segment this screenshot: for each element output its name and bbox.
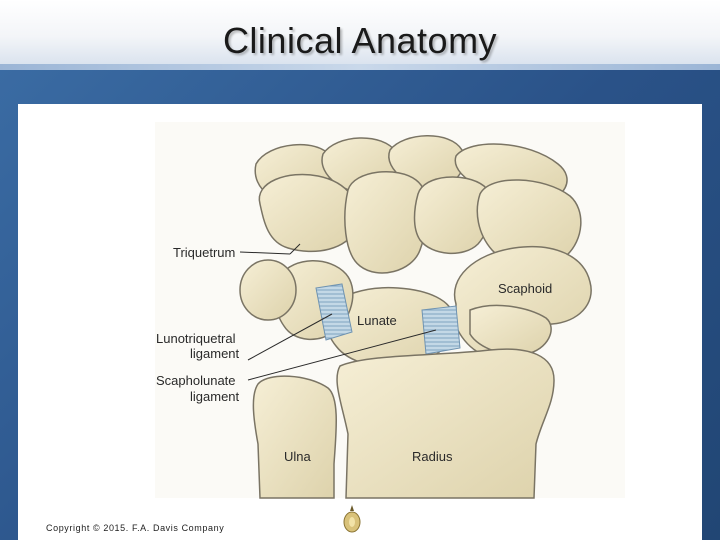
wrist-anatomy-diagram: Triquetrum Scaphoid Lunate Lunotriquetra…: [155, 122, 625, 499]
hamate-bone: [258, 173, 359, 253]
label-ulna: Ulna: [284, 449, 312, 464]
title-rule: [0, 64, 720, 70]
lunotriquetral-ligament: [315, 283, 353, 341]
label-scapholunate-1: Scapholunate: [156, 373, 236, 388]
publisher-logo-icon: [343, 505, 361, 533]
capitate-bone: [344, 170, 429, 274]
pisiform-bone: [239, 259, 297, 321]
scapholunate-ligament: [421, 305, 461, 355]
label-lunate: Lunate: [357, 313, 397, 328]
label-scapholunate-2: ligament: [190, 389, 240, 404]
label-triquetrum: Triquetrum: [173, 245, 235, 260]
leader-triquetrum: [239, 251, 291, 255]
radius-bone: [336, 348, 555, 499]
leader-lunotriquetral: [247, 313, 333, 361]
title-band: [0, 0, 720, 66]
leader-scapholunate: [247, 329, 437, 381]
label-radius: Radius: [412, 449, 453, 464]
label-lunotriquetral-2: ligament: [190, 346, 240, 361]
label-lunotriquetral-1: Lunotriquetral: [156, 331, 236, 346]
trapezoid-bone: [413, 176, 493, 255]
label-scaphoid: Scaphoid: [498, 281, 552, 296]
scaphoid-waist: [469, 304, 552, 356]
slide-title: Clinical Anatomy: [222, 20, 498, 61]
ulna-bone: [252, 375, 337, 499]
leader-triquetrum-2: [289, 243, 301, 255]
copyright-footer: Copyright © 2015. F.A. Davis Company: [46, 523, 225, 533]
leader-lines: [239, 243, 437, 381]
